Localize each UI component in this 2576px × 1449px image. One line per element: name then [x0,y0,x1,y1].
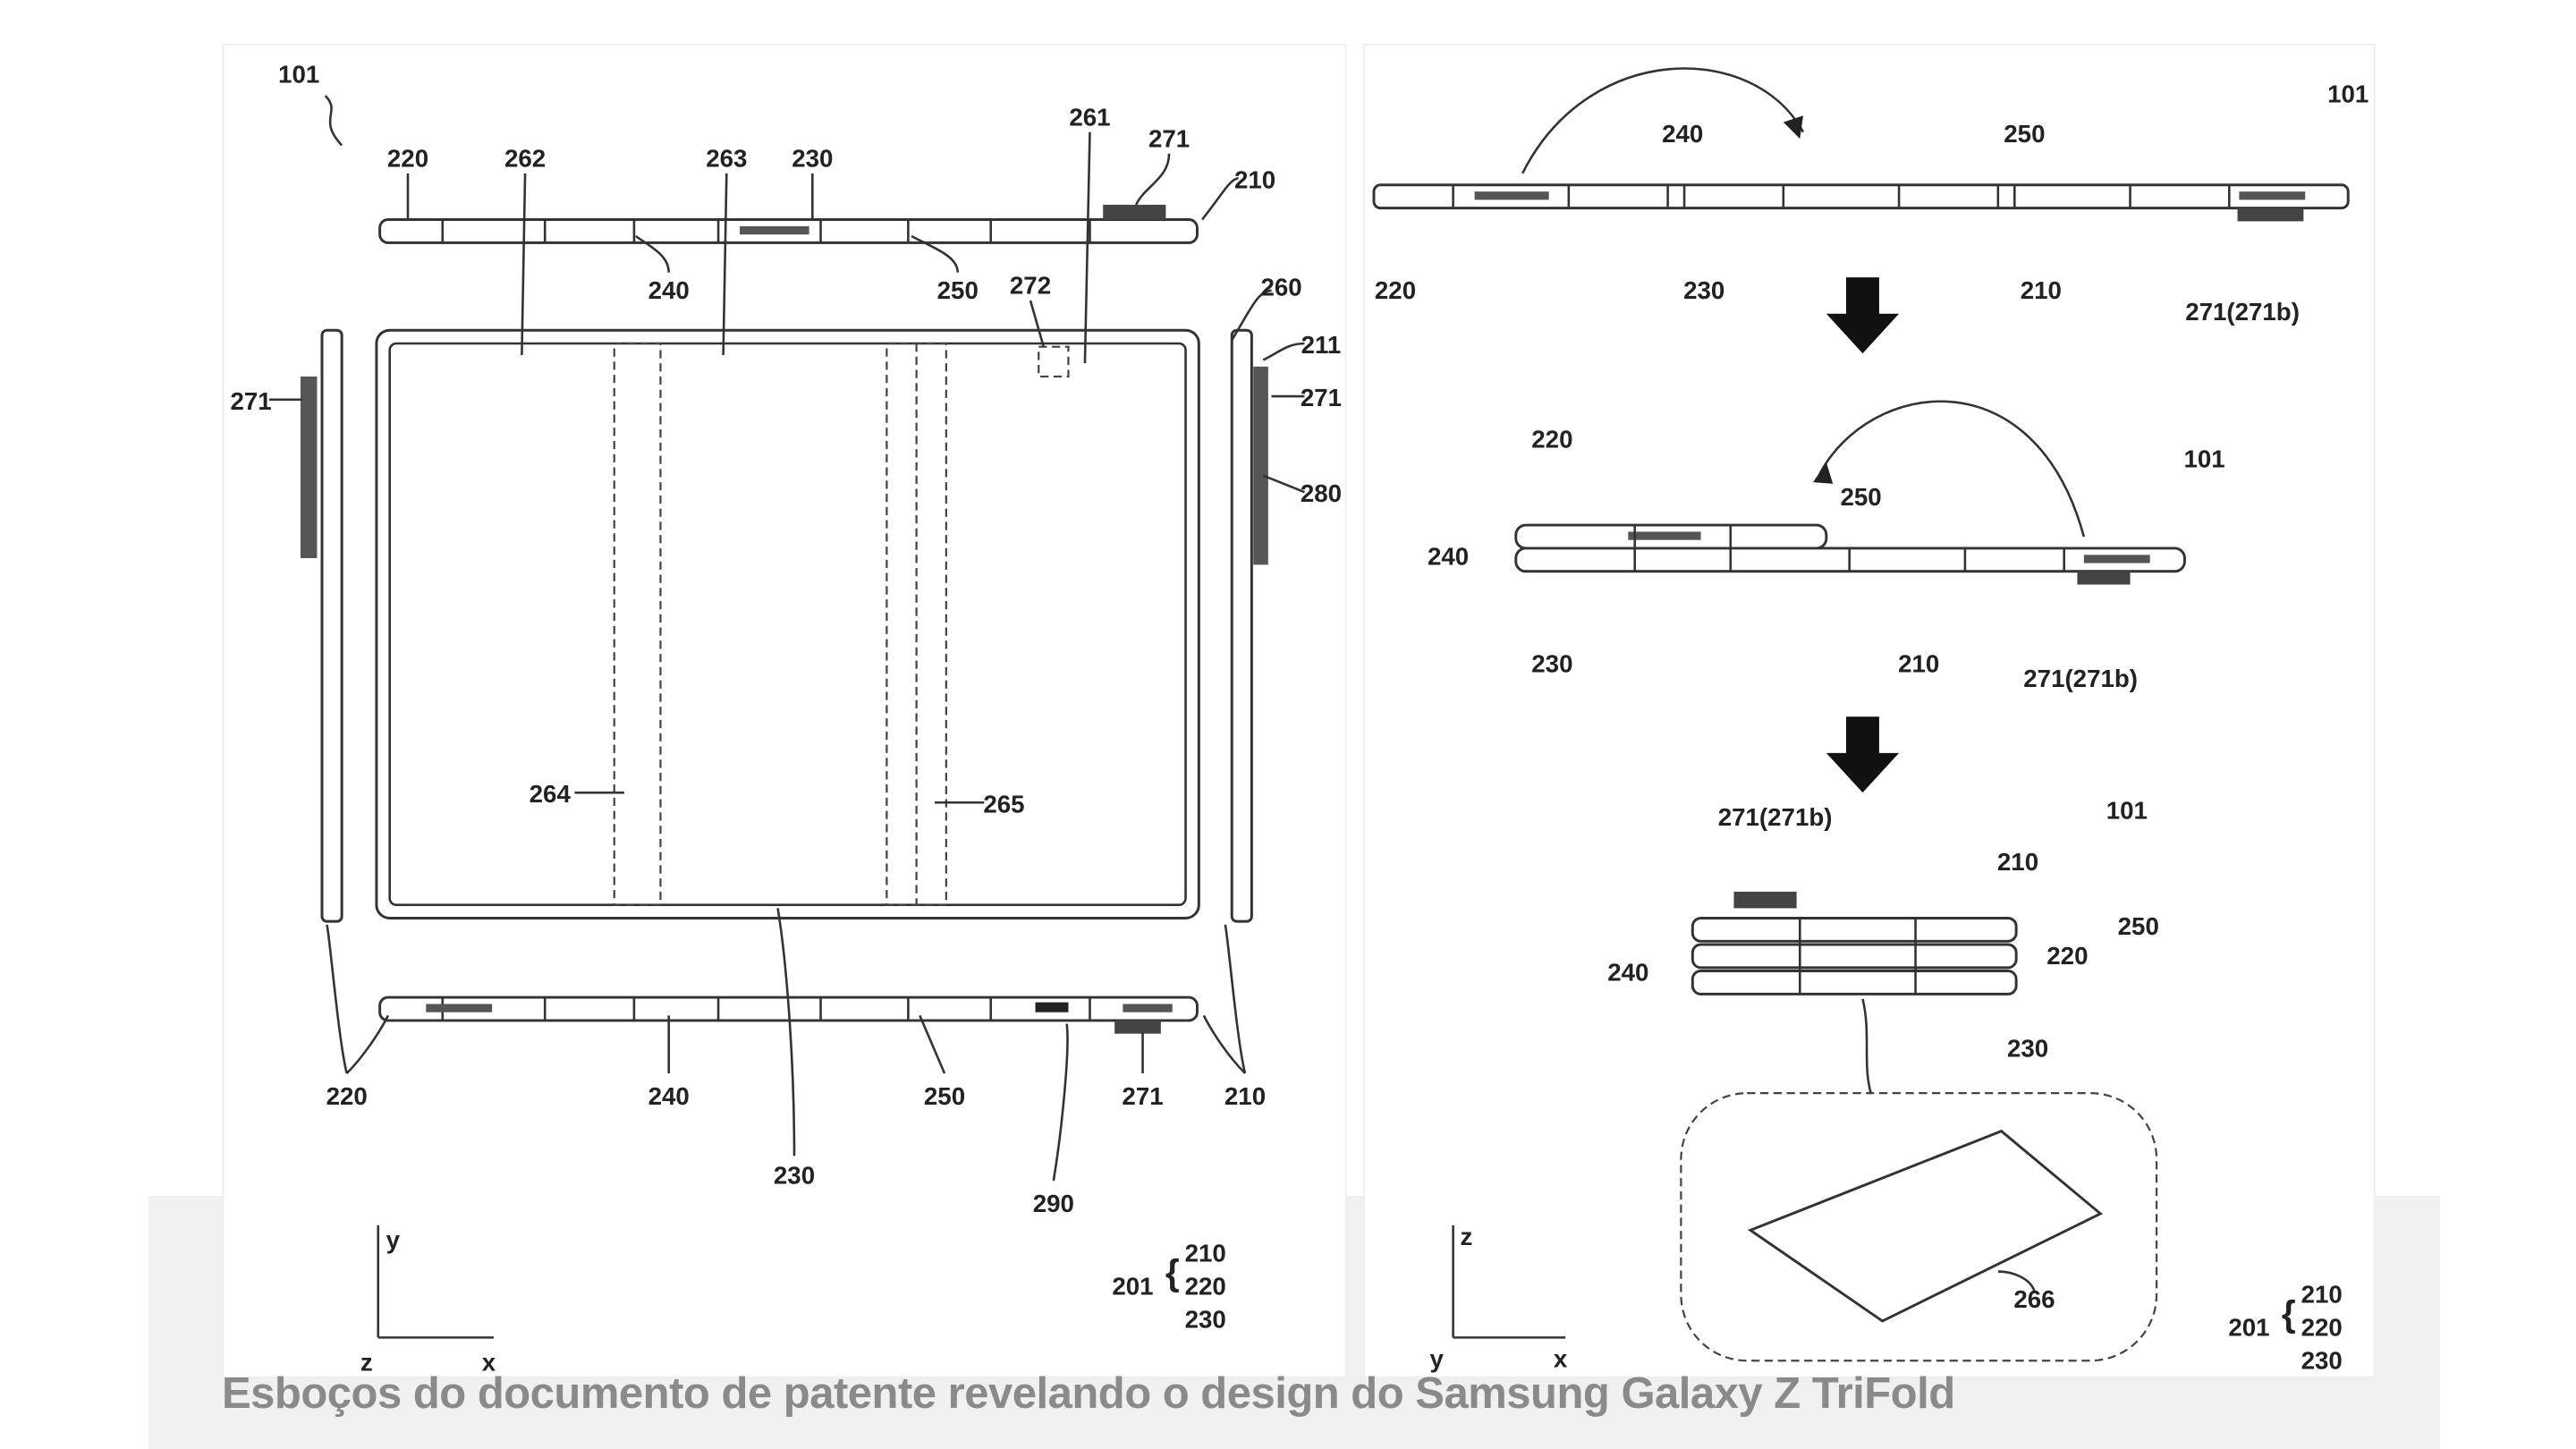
reference-label: 250 [2004,120,2045,148]
reference-label: 271 [1301,384,1342,411]
reference-label: 201 [1112,1272,1153,1300]
device-right-side-view [1230,328,1253,923]
reference-label: 250 [2118,912,2159,940]
reference-label: 211 [1301,331,1342,359]
reference-label: z [1460,1223,1472,1250]
reference-label: 230 [2301,1346,2343,1374]
axis-arrows-left [377,1224,494,1339]
reference-label: 210 [1224,1082,1266,1110]
arrow-down-icon [1826,277,1900,354]
device-unfolded-edge [1372,67,2350,222]
reference-label: 230 [774,1162,815,1190]
reference-label: 271(271b) [2023,665,2138,692]
reference-label: 260 [1261,273,1302,301]
reference-label: 240 [648,1082,690,1110]
reference-label: 240 [648,276,690,304]
reference-label: 264 [530,780,572,808]
reference-label: y [1429,1345,1444,1373]
reference-label: 210 [1234,165,1275,193]
reference-label: 220 [2046,942,2088,970]
reference-label: 280 [1301,479,1342,507]
device-left-side-view [320,328,343,923]
reference-label: 230 [1531,649,1572,677]
reference-label: 220 [1185,1272,1226,1300]
reference-label: 101 [278,60,319,88]
reference-label: 271(271b) [1718,803,1833,831]
reference-label: 261 [1069,103,1110,131]
reference-label: 220 [387,144,428,172]
reference-label: 210 [2301,1281,2343,1309]
figure-caption: Esboços do documento de patente reveland… [222,1369,1955,1418]
device-folded [1680,891,2158,1362]
reference-label: 220 [1375,276,1416,304]
reference-label: { [2282,1292,2296,1334]
reference-label: 201 [2228,1314,2269,1342]
reference-label: 250 [937,276,979,304]
axis-arrows-right [1452,1224,1566,1339]
reference-label: 240 [1428,542,1469,570]
reference-label: { [1165,1251,1180,1292]
reference-label: 220 [2301,1314,2343,1342]
reference-label: 210 [2021,276,2062,304]
reference-label: 250 [1841,483,1882,511]
arrow-down-icon [1826,716,1900,793]
reference-label: 263 [706,144,747,172]
reference-label: 210 [1185,1239,1226,1267]
reference-label: x [1554,1345,1568,1373]
reference-label: 271 [231,387,272,415]
reference-label: 271 [1148,124,1190,152]
reference-label: y [386,1226,401,1254]
reference-label: 290 [1033,1190,1074,1217]
reference-label: 220 [326,1082,368,1110]
reference-label: x [482,1348,496,1376]
reference-label: 265 [983,790,1024,818]
reference-label: 101 [2184,445,2225,472]
right-figure-labels: 101 240 250 220 230 210 271(271b) 220 25… [1375,80,2368,1374]
reference-label: 240 [1607,959,1648,987]
device-top-view [378,204,1199,244]
reference-label: 230 [1185,1305,1226,1333]
device-unfolded-screen [375,328,1200,919]
reference-label: 230 [1683,276,1724,304]
right-figure-panel [1363,43,2376,1378]
reference-label: 210 [1997,848,2038,876]
reference-label: 271(271b) [2185,298,2300,326]
reference-label: 272 [1010,272,1051,300]
reference-label: 240 [1662,120,1703,148]
reference-label: 230 [2007,1035,2048,1063]
left-figure-labels: 101 220 262 263 230 261 271 210 240 250 … [231,60,1343,1376]
device-half-folded [1514,400,2186,585]
reference-label: 250 [924,1082,965,1110]
reference-label: 101 [2106,797,2148,825]
reference-label: 101 [2327,80,2368,107]
reference-label: 266 [2013,1285,2055,1313]
reference-label: 230 [792,144,833,172]
reference-label: 210 [1898,649,1939,677]
reference-label: 262 [504,144,546,172]
reference-label: z [360,1348,373,1376]
reference-label: 271 [1122,1082,1163,1110]
reference-label: 220 [1531,425,1572,453]
